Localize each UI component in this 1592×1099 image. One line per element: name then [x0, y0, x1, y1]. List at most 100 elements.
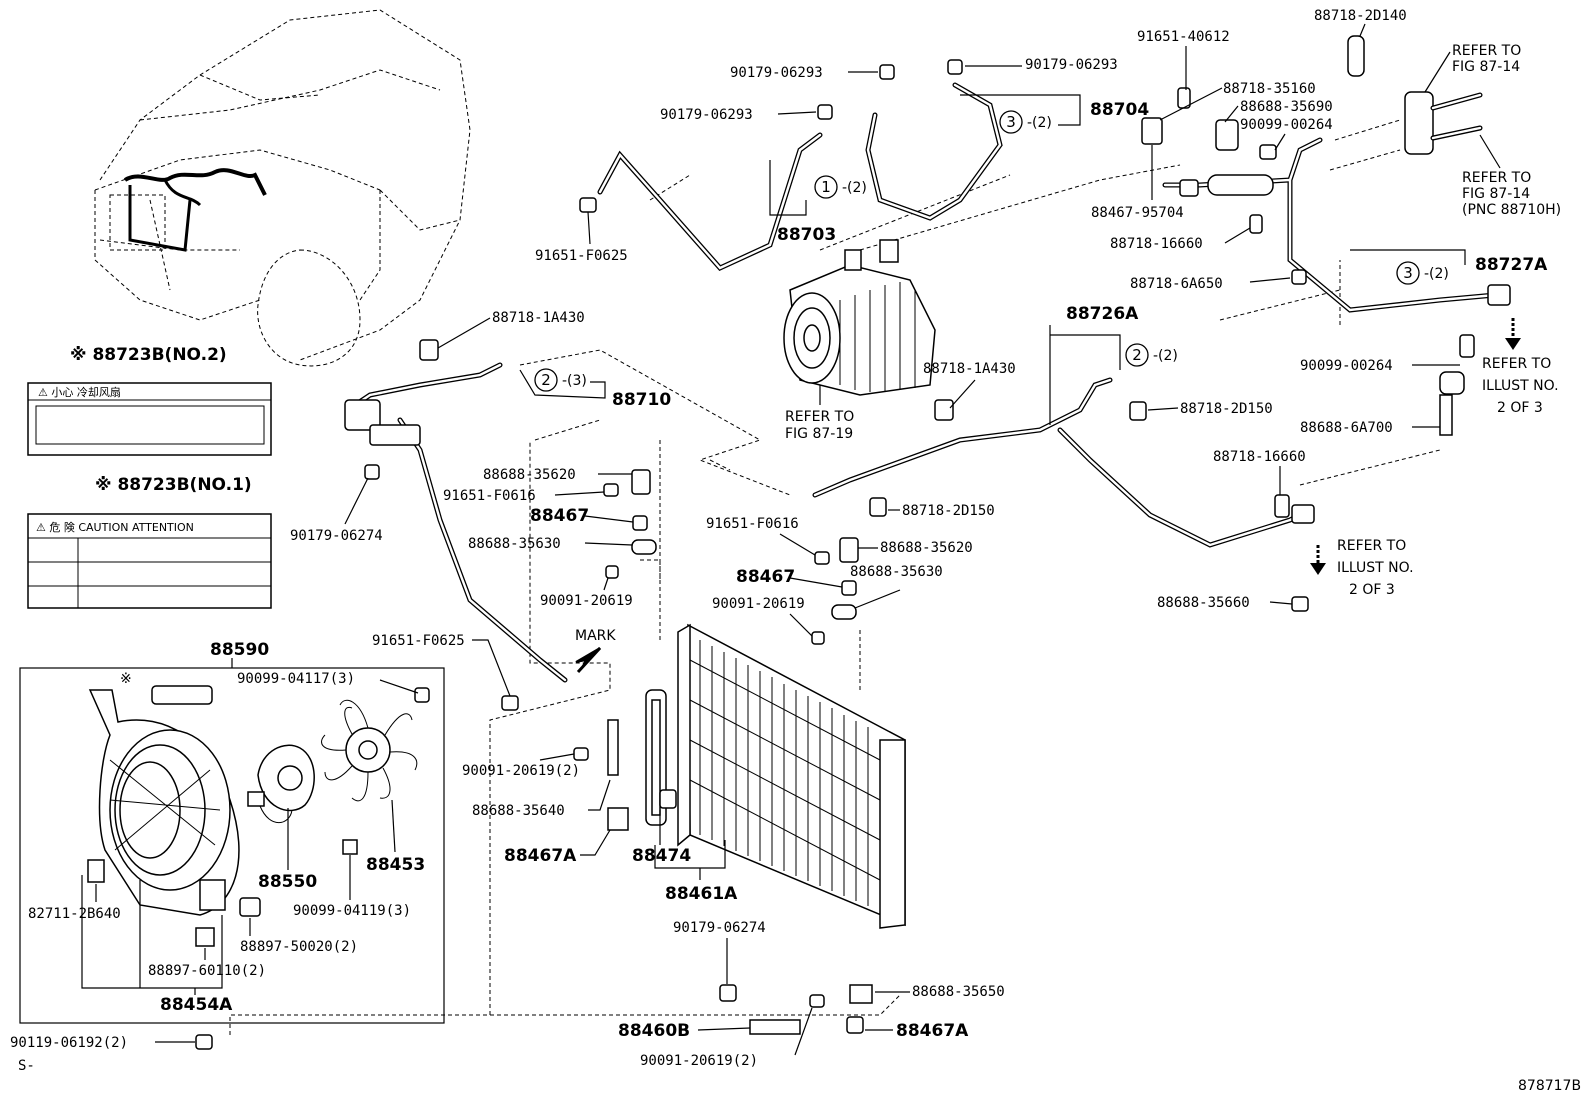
part-labels: 88718-2D140 91651-40612 90179-06293 9017…: [290, 8, 1548, 1069]
compressor: REFER TO FIG 87-19: [783, 239, 936, 442]
label-88718-2d150-a: 88718-2D150: [1180, 401, 1273, 417]
vehicle-illustration: [94, 9, 471, 367]
label-90099-04117: 90099-04117(3): [237, 671, 355, 687]
callout-3b: 3: [1403, 264, 1413, 282]
label-90119-06192: 90119-06192(2): [10, 1035, 128, 1051]
refer-illust-a-line2: ILLUST NO.: [1482, 378, 1559, 394]
figure-code: 878717B: [1518, 1078, 1581, 1094]
label-90179-06274-b: 90179-06274: [673, 920, 766, 936]
callout-3b-qty: -(2): [1424, 266, 1449, 282]
label-88688-6a700: 88688-6A700: [1300, 420, 1393, 436]
label-88688-35640: 88688-35640: [472, 803, 565, 819]
label-88727a: 88727A: [1475, 255, 1548, 275]
callout-1-qty: -(2): [842, 180, 867, 196]
label-88474: 88474: [632, 846, 691, 866]
label-90099-00264-b: 90099-00264: [1300, 358, 1393, 374]
label-90091-20619-b: 90091-20619: [712, 596, 805, 612]
refer-fig-87-19-line2: FIG 87-19: [785, 426, 853, 442]
label-90091-20619-2b: 90091-20619(2): [640, 1053, 758, 1069]
label-88718-16660-a: 88718-16660: [1110, 236, 1203, 252]
label-88460b: 88460B: [618, 1021, 690, 1041]
callout-3a: 3: [1006, 113, 1016, 131]
refer-illust-b-line3: 2 OF 3: [1349, 582, 1395, 598]
callout-2a: 2: [541, 371, 551, 389]
callouts: 1 -(2) 3 -(2) 2 -(3) 2 -(2) 3 -(2): [534, 110, 1449, 392]
callout-2b: 2: [1132, 346, 1142, 364]
label-88726a: 88726A: [1066, 304, 1139, 324]
label-91651-f0616-a: 91651-F0616: [443, 488, 536, 504]
label-88688-35650: 88688-35650: [912, 984, 1005, 1000]
label-no2-text: ⚠ 小心 冷却风扇: [38, 385, 121, 399]
refrigerant-pipes: [344, 82, 1511, 683]
label-88688-35620-a: 88688-35620: [483, 467, 576, 483]
refer-87-14-b-line2: FIG 87-14: [1462, 186, 1530, 202]
callout-2b-qty: -(2): [1153, 348, 1178, 364]
fan-shroud-88454a: [87, 689, 240, 916]
label-88590: 88590: [210, 640, 269, 660]
label-88467a-a: 88467A: [504, 846, 577, 866]
label-91651-f0625-a: 91651-F0625: [535, 248, 628, 264]
callout-3a-qty: -(2): [1027, 115, 1052, 131]
label-88718-2d150-b: 88718-2D150: [902, 503, 995, 519]
label-88688-35630-b: 88688-35630: [850, 564, 943, 580]
refer-87-14-a-line2: FIG 87-14: [1452, 59, 1520, 75]
label-88688-35620-b: 88688-35620: [880, 540, 973, 556]
label-91651-40612: 91651-40612: [1137, 29, 1230, 45]
label-88718-6a650: 88718-6A650: [1130, 276, 1223, 292]
label-88550: 88550: [258, 872, 317, 892]
label-88723b-no2: ※ 88723B(NO.2): [70, 345, 227, 365]
label-88897-50020: 88897-50020(2): [240, 939, 358, 955]
label-82711-2b640: 82711-2B640: [28, 906, 121, 922]
label-91651-f0616-b: 91651-F0616: [706, 516, 799, 532]
label-90091-20619-2: 90091-20619(2): [462, 763, 580, 779]
label-88718-2d140: 88718-2D140: [1314, 8, 1407, 24]
callout-1: 1: [821, 178, 831, 196]
label-88718-16660-b: 88718-16660: [1213, 449, 1306, 465]
s-mark: S-: [18, 1058, 35, 1074]
label-90179-06293-b: 90179-06293: [1025, 57, 1118, 73]
asterisk-mark: ※: [120, 671, 132, 687]
label-91651-f0625-b: 91651-F0625: [372, 633, 465, 649]
label-90179-06293-c: 90179-06293: [660, 107, 753, 123]
condenser-88461a: [607, 623, 906, 929]
label-88467-b: 88467: [736, 567, 795, 587]
label-90179-06293-a: 90179-06293: [730, 65, 823, 81]
fan-assembly-box: 88590 ※ 9: [10, 640, 445, 1074]
refer-illust-a-line3: 2 OF 3: [1497, 400, 1543, 416]
label-88718-1a430-a: 88718-1A430: [492, 310, 585, 326]
label-88897-60110: 88897-60110(2): [148, 963, 266, 979]
warning-label-no1: ※ 88723B(NO.1) ⚠ 危 険 CAUTION ATTENTION: [27, 475, 272, 609]
label-88688-35630-a: 88688-35630: [468, 536, 561, 552]
label-88718-35160: 88718-35160: [1223, 81, 1316, 97]
label-90099-00264-a: 90099-00264: [1240, 117, 1333, 133]
reference-notes: REFER TO FIG 87-14 REFER TO FIG 87-14 (P…: [1310, 43, 1561, 598]
label-88454a: 88454A: [160, 995, 233, 1015]
label-88710: 88710: [612, 390, 671, 410]
label-88688-35660: 88688-35660: [1157, 595, 1250, 611]
label-90179-06274-a: 90179-06274: [290, 528, 383, 544]
label-88453: 88453: [366, 855, 425, 875]
label-88467-95704: 88467-95704: [1091, 205, 1184, 221]
warning-label-no2: ※ 88723B(NO.2) ⚠ 小心 冷却风扇: [27, 345, 272, 456]
callout-2a-qty: -(3): [562, 373, 587, 389]
refer-fig-87-19-line1: REFER TO: [785, 409, 854, 425]
label-88688-35690: 88688-35690: [1240, 99, 1333, 115]
fan-motor-88550: [247, 744, 315, 824]
refer-illust-a-line1: REFER TO: [1482, 356, 1551, 372]
label-90091-20619-a: 90091-20619: [540, 593, 633, 609]
label-88467-a: 88467: [530, 506, 589, 526]
refer-87-14-b-line1: REFER TO: [1462, 170, 1531, 186]
label-88467a-b: 88467A: [896, 1021, 969, 1041]
refer-illust-b-line2: ILLUST NO.: [1337, 560, 1414, 576]
refer-illust-b-line1: REFER TO: [1337, 538, 1406, 554]
refer-87-14-b-line3: (PNC 88710H): [1462, 202, 1561, 218]
label-90099-04119: 90099-04119(3): [293, 903, 411, 919]
label-88703: 88703: [777, 225, 836, 245]
assembly-guide-lines: [229, 119, 1441, 1035]
label-88718-1a430-b: 88718-1A430: [923, 361, 1016, 377]
label-88704: 88704: [1090, 100, 1149, 120]
fan-blade-88453: [321, 699, 418, 802]
label-88723b-no1: ※ 88723B(NO.1): [95, 475, 252, 495]
mark-label: MARK: [575, 628, 616, 644]
